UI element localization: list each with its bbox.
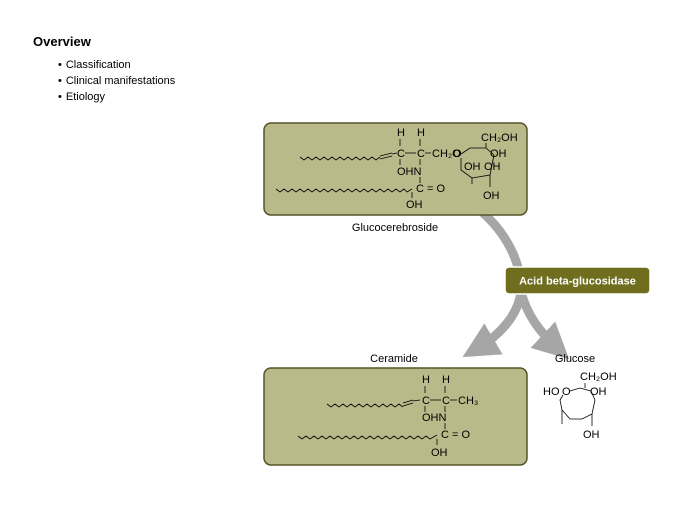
cer-lower-oh: OH [431,447,448,459]
cer-c-eq-o: C = O [441,429,470,441]
ceramide-label: Ceramide [370,353,418,365]
cer-double-bond-a [402,399,414,404]
glc-ring [559,387,596,420]
gc-glucose-ring [460,147,495,179]
bullet-classification: Classification [58,57,175,73]
glucocerebroside-lower-chain [275,188,413,193]
glc-ring-o: O [562,386,571,398]
ceramide-upper-chain [326,403,404,408]
cer-ohn: OHN [422,412,447,424]
cer-c1: C [422,395,430,407]
cer-bond-to-c1 [412,399,421,402]
gc-h1: H [397,127,405,139]
overview-bullet-list: Classification Clinical manifestations E… [58,57,175,105]
gc-ring-oh-inner: OH [484,161,501,173]
gc-ring-o: O [453,148,462,160]
gc-c1: C [397,148,405,160]
overview-title: Overview [33,34,91,49]
bullet-clinical-manifestations: Clinical manifestations [58,73,175,89]
gc-ring-oh-right: OH [490,148,507,160]
gc-lower-oh: OH [406,199,423,211]
gc-ring-oh-bottom: OH [483,190,500,202]
upper-double-bond-b [379,155,393,160]
enzyme-box [504,266,651,295]
bullet-etiology: Etiology [58,89,175,105]
gc-ring-ch2oh: CH₂OH [481,132,518,144]
gc-c2: C [417,148,425,160]
gc-c-eq-o: C = O [416,183,445,195]
glucocerebroside-box [263,122,528,216]
gc-ring-oh-mid: OH [464,161,481,173]
ceramide-lower-chain [297,434,438,440]
cer-double-bond-b [402,402,414,407]
gc-ohn: OHN [397,166,422,178]
gc-h2: H [417,127,425,139]
gc-ch2o: CH₂O [432,148,461,160]
glc-oh-bottom: OH [583,429,600,441]
cer-h2: H [442,374,450,386]
glc-oh-right: OH [590,386,607,398]
glc-ch2oh: CH₂OH [580,371,617,383]
glucocerebroside-label: Glucocerebroside [352,222,438,234]
glucocerebroside-upper-chain [299,156,381,161]
enzyme-label: Acid beta-glucosidase [519,276,636,288]
cer-c2: C [442,395,450,407]
upper-double-bond-a [379,152,393,157]
cer-h1: H [422,374,430,386]
ceramide-box [263,367,528,466]
cer-ch3: CH₃ [458,395,478,407]
glc-ho: HO [543,386,560,398]
upper-bond-to-c1 [391,152,398,155]
glucose-label: Glucose [555,353,595,365]
reaction-arrow-to-ceramide [462,291,526,358]
reaction-arrow-to-glucose [516,290,570,360]
